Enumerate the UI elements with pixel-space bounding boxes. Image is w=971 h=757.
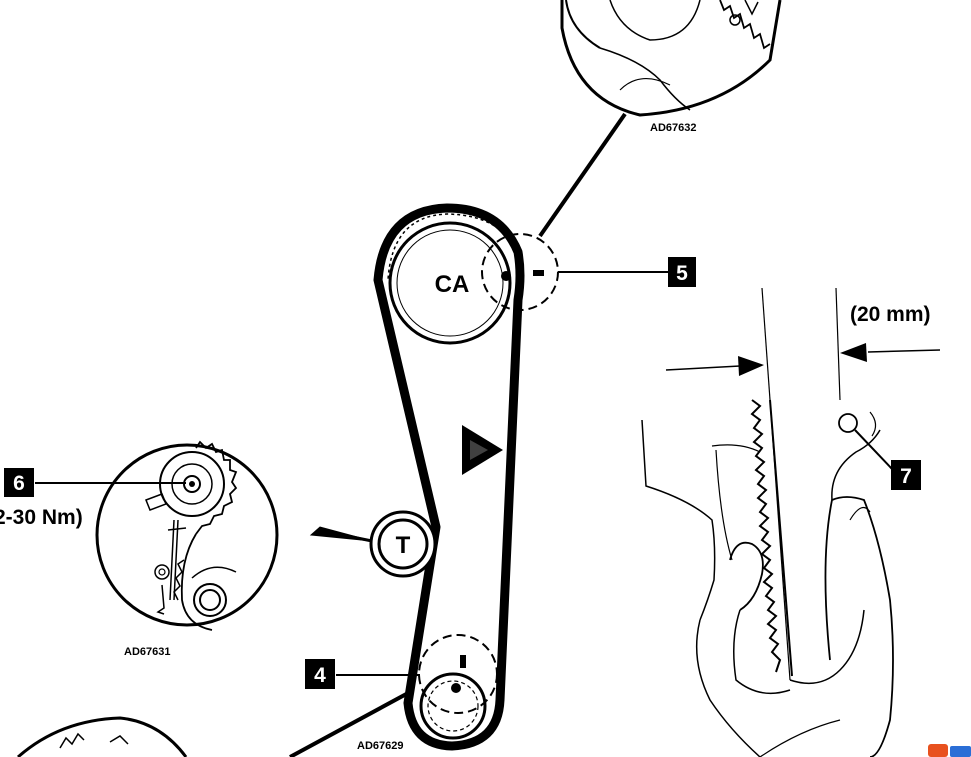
left-detail-inset: AD67631 — [95, 440, 279, 658]
torque-spec: 2-30 Nm) — [0, 506, 83, 529]
callout-6-label: 6 — [13, 472, 25, 495]
callout-7-leader — [854, 429, 894, 471]
callout-5-box — [668, 257, 696, 287]
camshaft-reference-mark — [533, 270, 544, 276]
watermark-logo — [928, 744, 971, 757]
left-detail-ref: AD67631 — [124, 646, 170, 658]
callout-4-box — [305, 659, 335, 689]
crankshaft-reference-mark — [460, 655, 466, 668]
camshaft-pulley-label: CA — [435, 271, 470, 298]
camshaft-pulley: CA — [388, 221, 512, 345]
crankshaft-pulley — [419, 655, 487, 740]
main-figure-ref: AD67629 — [357, 740, 403, 752]
bottom-detail-leader — [289, 690, 411, 757]
callout-5-label: 5 — [676, 262, 688, 285]
tensioner-pulley: T — [369, 510, 437, 578]
top-detail-inset: AD67632 — [560, 0, 782, 134]
callout-4-label: 4 — [314, 664, 326, 687]
tensioner-pulley-label: T — [396, 532, 411, 559]
timing-belt — [373, 203, 525, 751]
reference-pin — [838, 413, 858, 433]
callout-circle-4 — [418, 634, 498, 714]
crankshaft-timing-dot — [451, 683, 461, 693]
camshaft-timing-dot — [501, 271, 511, 281]
rotation-direction-arrow — [462, 425, 503, 475]
callout-7-label: 7 — [900, 465, 912, 488]
deflection-check-illustration: (20 mm) — [641, 287, 941, 757]
top-detail-ref: AD67632 — [650, 122, 696, 134]
top-detail-leader — [538, 112, 627, 238]
bottom-left-detail-inset — [17, 716, 188, 757]
deflection-dimension: (20 mm) — [850, 303, 931, 326]
callout-7-box — [891, 460, 921, 490]
callout-6-box — [4, 468, 34, 497]
